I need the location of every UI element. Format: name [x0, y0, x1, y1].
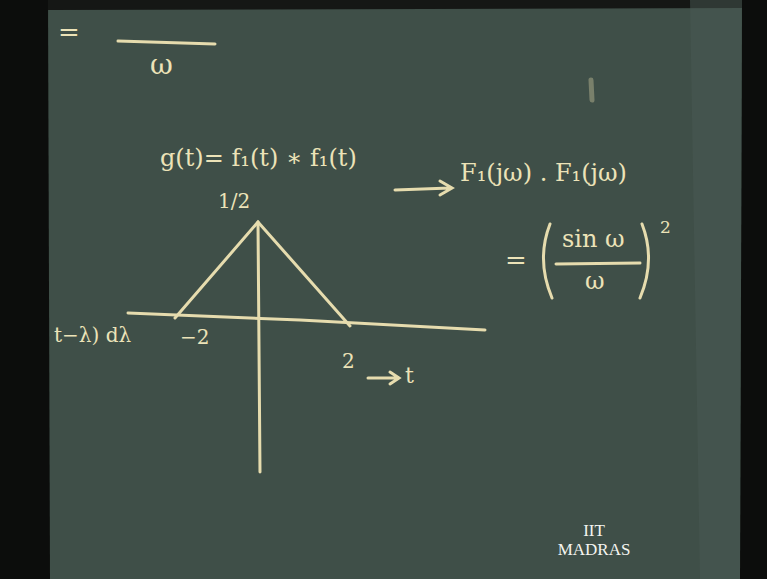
equals-sign: = [505, 246, 527, 275]
numerator: sin ω [562, 226, 625, 252]
board-shading [690, 0, 742, 579]
exponent: 2 [660, 218, 671, 237]
axis-arrow [368, 372, 399, 384]
vertical-axis [258, 222, 260, 472]
watermark: IIT MADRAS [556, 522, 632, 559]
tick-label: −2 [180, 326, 209, 348]
peak-value: 1/2 [218, 190, 250, 212]
fraction-bar [556, 263, 640, 264]
equals-sign: = [58, 18, 80, 47]
board-surface [48, 0, 742, 579]
convolution-equation: g(t)= f₁(t) ∗ f₁(t) [160, 145, 357, 171]
axis-label: t [405, 364, 414, 388]
board-top-edge [48, 0, 742, 10]
chalk-smudge [591, 80, 592, 100]
right-paren [640, 224, 649, 298]
tick-label: 2 [342, 350, 355, 372]
denominator: ω [150, 50, 173, 81]
left-paren [543, 224, 552, 298]
spectrum-product: F₁(jω) . F₁(jω) [460, 160, 627, 186]
transform-arrow [395, 181, 452, 195]
denominator: ω [585, 268, 605, 294]
triangle-pulse [175, 222, 350, 326]
integral-fragment: t−λ) dλ [54, 324, 131, 346]
fraction-bar [118, 41, 215, 44]
